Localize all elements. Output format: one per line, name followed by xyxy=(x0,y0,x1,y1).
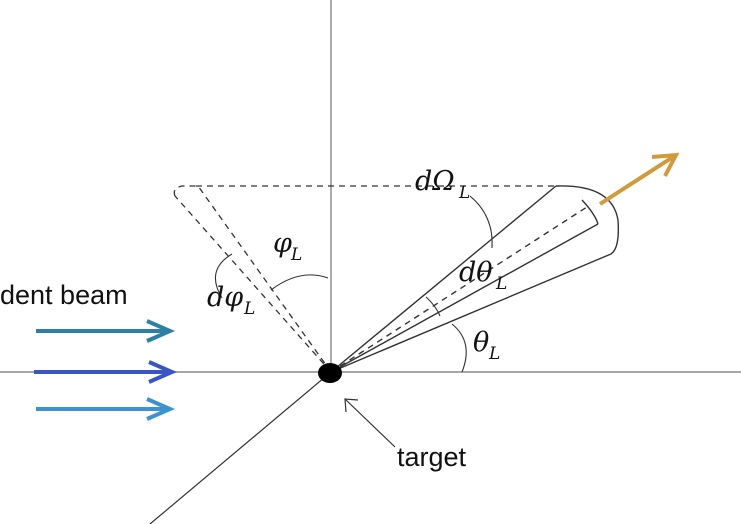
target-dot xyxy=(318,363,342,383)
theta-label: θ L xyxy=(473,327,500,364)
target-pointer xyxy=(344,398,396,448)
incident-beam-arrow-3 xyxy=(36,397,176,421)
svg-text:dΩ: dΩ xyxy=(415,166,455,197)
phi-label: φ L xyxy=(273,228,302,265)
svg-text:dφ: dφ xyxy=(207,282,243,313)
scattered-particle-arrow xyxy=(598,152,680,206)
angle-arcs xyxy=(214,195,493,373)
svg-text:dθ: dθ xyxy=(459,257,493,288)
phi-plane-dashed xyxy=(173,185,556,373)
svg-text:φ: φ xyxy=(273,228,292,259)
dtheta-label: dθ L xyxy=(459,257,507,294)
incident-beam-arrow-1 xyxy=(36,319,176,343)
target-label: target xyxy=(397,442,467,472)
dphi-label: dφ L xyxy=(207,282,255,319)
domega-label: dΩ L xyxy=(415,166,470,203)
depth-axis xyxy=(149,371,332,524)
svg-text:L: L xyxy=(488,344,500,364)
svg-text:L: L xyxy=(290,245,302,265)
svg-text:L: L xyxy=(458,183,470,203)
incident-beam-arrow-2 xyxy=(34,360,178,384)
svg-text:θ: θ xyxy=(473,327,489,358)
svg-text:L: L xyxy=(495,274,507,294)
incident-beam-label: dent beam xyxy=(0,280,128,310)
svg-text:L: L xyxy=(243,299,255,319)
scattering-cone xyxy=(330,185,620,373)
